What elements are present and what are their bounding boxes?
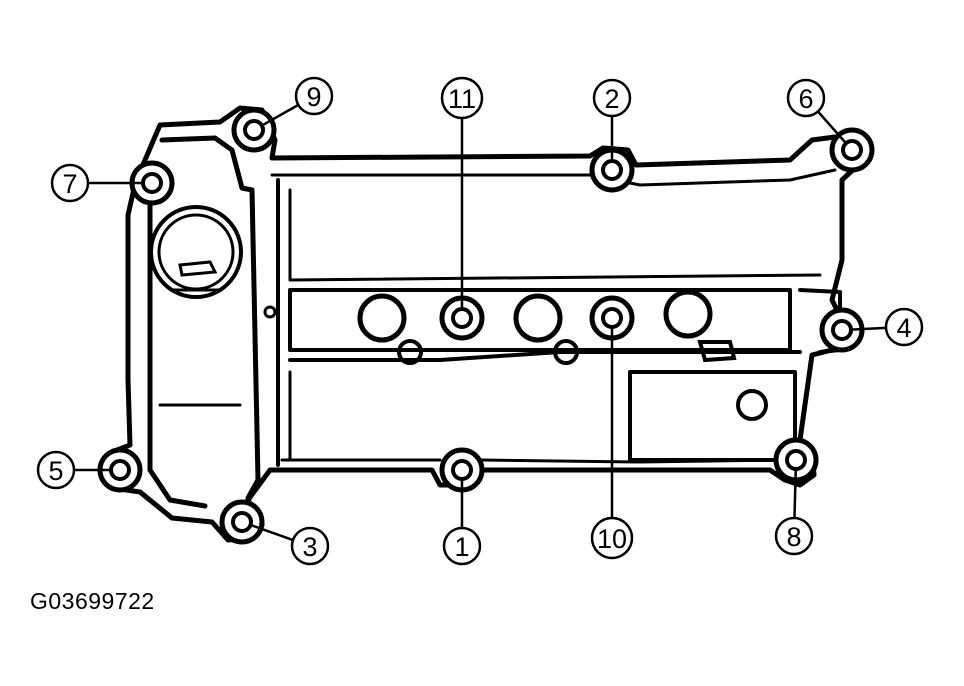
spark-plug-holes bbox=[263, 289, 768, 421]
leader-line bbox=[816, 110, 847, 145]
callout-3: 3 bbox=[250, 523, 330, 566]
callout-label: 10 bbox=[597, 524, 627, 554]
bolt-7 bbox=[129, 160, 175, 206]
callout-circle bbox=[786, 78, 826, 118]
callout-5: 5 bbox=[36, 450, 111, 490]
callout-label: 11 bbox=[448, 84, 476, 114]
callout-6: 6 bbox=[786, 78, 847, 145]
plug-hole bbox=[663, 289, 713, 339]
plug-hole bbox=[513, 293, 563, 343]
bolt-3 bbox=[219, 499, 265, 545]
callout-label: 4 bbox=[896, 313, 911, 343]
callout-circle bbox=[590, 516, 634, 560]
leader-line bbox=[250, 523, 294, 542]
callout-circle bbox=[442, 526, 482, 566]
callout-label: 8 bbox=[786, 522, 801, 552]
callout-1: 1 bbox=[442, 479, 482, 566]
callouts: 1 2 3 4 5 6 7 8 9 10 11 bbox=[36, 76, 924, 566]
plug-hole bbox=[357, 293, 407, 343]
callout-label: 3 bbox=[302, 532, 317, 562]
leader-line bbox=[850, 326, 887, 331]
callout-10: 10 bbox=[590, 327, 634, 560]
callout-label: 6 bbox=[798, 84, 813, 114]
callout-circle bbox=[50, 163, 90, 203]
bolt-9 bbox=[231, 107, 277, 153]
leader-line bbox=[793, 468, 798, 519]
callout-circle bbox=[592, 78, 632, 118]
callout-label: 5 bbox=[48, 456, 63, 486]
callout-label: 7 bbox=[62, 169, 77, 199]
callout-label: 2 bbox=[604, 84, 619, 114]
oil-filler-cap bbox=[149, 205, 243, 299]
callout-circle bbox=[294, 76, 334, 116]
callout-7: 7 bbox=[50, 163, 143, 203]
plug-hole bbox=[736, 389, 768, 421]
lugs bbox=[397, 339, 737, 365]
callout-8: 8 bbox=[774, 468, 814, 556]
leader-line bbox=[261, 103, 299, 127]
plug-hole bbox=[263, 305, 277, 319]
callout-2: 2 bbox=[592, 78, 632, 161]
callout-4: 4 bbox=[850, 307, 924, 347]
callout-circle bbox=[884, 307, 924, 347]
callout-circle bbox=[290, 526, 330, 566]
callout-circle bbox=[440, 76, 484, 120]
figure-code: G03699722 bbox=[30, 588, 155, 614]
bolt-1 bbox=[439, 447, 485, 493]
callout-9: 9 bbox=[261, 76, 334, 127]
bolts bbox=[97, 107, 875, 545]
callout-11: 11 bbox=[440, 76, 484, 309]
callout-circle bbox=[36, 450, 76, 490]
callout-label: 9 bbox=[306, 82, 321, 112]
callout-circle bbox=[774, 516, 814, 556]
callout-label: 1 bbox=[454, 532, 469, 562]
